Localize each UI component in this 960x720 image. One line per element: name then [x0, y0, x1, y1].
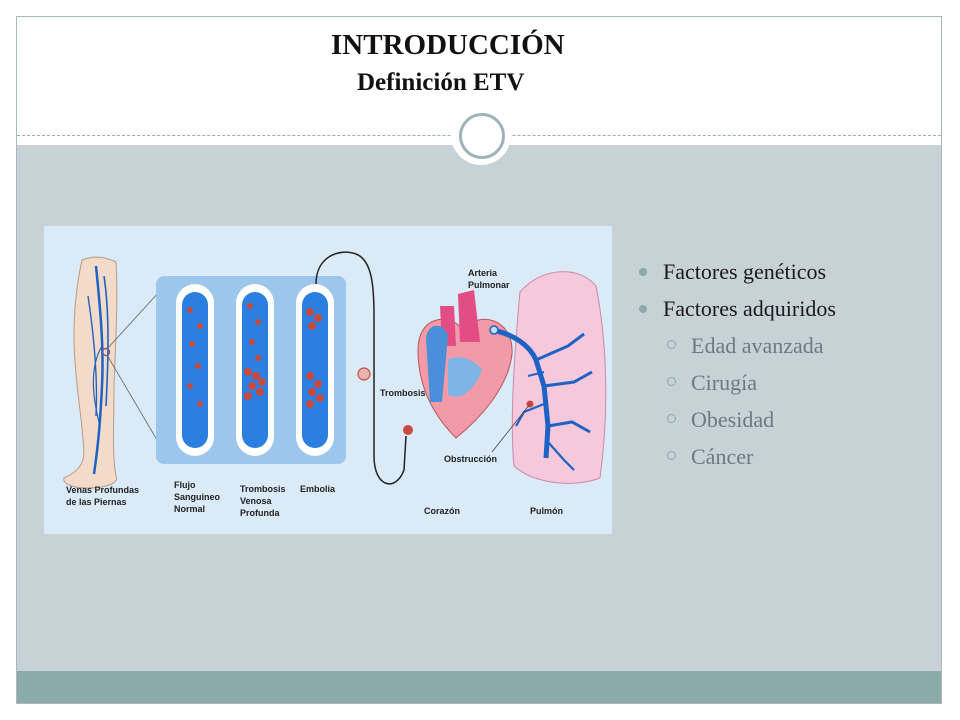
bullet-text: Factores genéticos [663, 259, 827, 284]
heart-drawing [357, 290, 513, 439]
vessel-embolism [296, 284, 334, 456]
label-legs-2: de las Piernas [66, 497, 127, 507]
slide: INTRODUCCIÓN Definición ETV [16, 16, 942, 704]
label-pulmonary-artery-1: Arteria [468, 268, 498, 278]
label-pulmonary-artery-2: Pulmonar [468, 280, 510, 290]
sub-bullet-item: Cáncer [637, 438, 937, 475]
label-thrombosis-venous-1: Trombosis [240, 484, 286, 494]
bullet-ring-icon [667, 414, 676, 423]
sub-bullet-item: Cirugía [637, 364, 937, 401]
label-flow-3: Normal [174, 504, 205, 514]
slide-subtitle: Definición ETV [357, 69, 525, 96]
circle-ornament-icon [459, 113, 505, 159]
vessel-thrombosis [236, 284, 274, 456]
label-heart: Corazón [424, 506, 460, 516]
bullet-item: Factores adquiridos [637, 290, 937, 327]
label-thrombosis-venous-2: Venosa [240, 496, 273, 506]
label-thrombosis-venous-3: Profunda [240, 508, 280, 518]
vessel-flow-normal [176, 284, 214, 456]
bullet-ring-icon [667, 340, 676, 349]
illustration-labels: Venas Profundas de las Piernas Flujo San… [66, 268, 563, 518]
leg-veins-drawing [63, 256, 118, 489]
bullet-ring-icon [667, 377, 676, 386]
bullet-ring-icon [667, 451, 676, 460]
label-obstruction: Obstrucción [444, 454, 497, 464]
bullet-item: Factores genéticos [637, 253, 937, 290]
lung-drawing [489, 271, 607, 484]
sub-bullet-item: Obesidad [637, 401, 937, 438]
sub-bullet-text: Edad avanzada [691, 333, 824, 358]
label-flow-2: Sanguineo [174, 492, 221, 502]
label-legs-1: Venas Profundas [66, 485, 139, 495]
bullet-dot-icon [639, 268, 647, 276]
label-flow-1: Flujo [174, 480, 196, 490]
etv-illustration: Venas Profundas de las Piernas Flujo San… [44, 226, 612, 534]
sub-bullet-text: Obesidad [691, 407, 775, 432]
label-lung: Pulmón [530, 506, 563, 516]
label-embolism: Embolia [300, 484, 336, 494]
bullet-list: Factores genéticos Factores adquiridos E… [637, 253, 937, 475]
label-thrombosis: Trombosis [380, 388, 426, 398]
footer-bar [17, 671, 941, 703]
bullet-text: Factores adquiridos [663, 296, 836, 321]
sub-bullet-text: Cirugía [691, 370, 757, 395]
sub-bullet-item: Edad avanzada [637, 327, 937, 364]
bullet-dot-icon [639, 305, 647, 313]
sub-bullet-text: Cáncer [691, 444, 754, 469]
slide-title: INTRODUCCIÓN [331, 29, 565, 61]
